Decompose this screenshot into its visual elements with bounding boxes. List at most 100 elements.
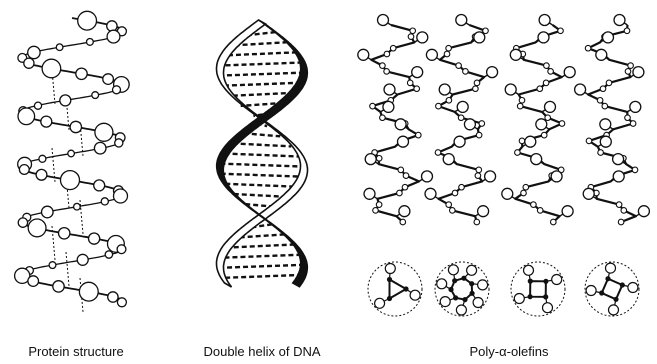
end-view-atom bbox=[478, 280, 488, 290]
backbone-atom bbox=[551, 219, 557, 225]
caption-dna-double-helix: Double helix of DNA bbox=[203, 344, 320, 359]
atom-circle bbox=[94, 180, 105, 191]
side-group-atom bbox=[422, 171, 433, 182]
backbone-atom bbox=[414, 86, 420, 92]
side-group-atom bbox=[457, 101, 468, 112]
backbone-atom bbox=[625, 69, 631, 75]
backbone-atom bbox=[598, 150, 604, 156]
atom-circle bbox=[77, 254, 88, 265]
side-group-atom bbox=[454, 136, 465, 147]
side-group-atom bbox=[545, 101, 556, 112]
backbone-atom bbox=[373, 208, 379, 214]
end-view-atom bbox=[552, 275, 562, 285]
backbone-atom bbox=[435, 150, 441, 156]
atom-circle bbox=[18, 108, 35, 125]
backbone-atom bbox=[370, 103, 376, 109]
backbone-atom bbox=[416, 132, 422, 138]
side-group-atom bbox=[464, 119, 475, 130]
backbone-atom bbox=[473, 86, 479, 92]
side-group-atom bbox=[613, 154, 624, 165]
atom-circle bbox=[68, 150, 75, 157]
side-group-atom bbox=[536, 119, 547, 130]
dna-double-helix-illustration bbox=[217, 20, 308, 287]
backbone-atom bbox=[380, 63, 386, 69]
side-group-atom bbox=[425, 188, 436, 199]
side-group-atom bbox=[485, 171, 496, 182]
side-group-atom bbox=[417, 32, 428, 43]
side-group-atom bbox=[395, 119, 406, 130]
backbone-atom bbox=[602, 103, 608, 109]
atom-circle bbox=[107, 30, 120, 43]
atom-circle bbox=[58, 228, 69, 239]
side-group-atom bbox=[614, 15, 625, 26]
backbone-atom bbox=[402, 184, 408, 190]
backbone-atom bbox=[376, 156, 382, 162]
end-view-core-atom bbox=[528, 294, 533, 299]
poly-alpha-olefins-illustration bbox=[358, 15, 650, 317]
side-group-atom bbox=[562, 206, 573, 217]
atom-circle bbox=[19, 165, 29, 175]
base-pair-rung bbox=[230, 93, 294, 96]
side-group-atom bbox=[600, 136, 611, 147]
backbone-atom bbox=[397, 190, 403, 196]
atom-circle bbox=[94, 142, 106, 154]
backbone-atom bbox=[586, 138, 592, 144]
base-pair-rung bbox=[229, 245, 294, 248]
end-view-core-atom bbox=[469, 281, 474, 286]
side-group-atom bbox=[596, 49, 607, 60]
side-group-atom bbox=[478, 206, 489, 217]
atom-circle bbox=[117, 245, 126, 254]
backbone-atom bbox=[515, 150, 521, 156]
atom-circle bbox=[79, 282, 98, 301]
side-group-atom bbox=[487, 67, 498, 78]
backbone-atom bbox=[523, 184, 529, 190]
end-view-core-atom bbox=[613, 297, 618, 302]
end-view-atom bbox=[375, 298, 385, 308]
side-group-atom bbox=[575, 84, 586, 95]
backbone-atom bbox=[410, 28, 416, 34]
backbone-atom bbox=[400, 219, 406, 225]
backbone-atom bbox=[624, 28, 630, 34]
base-pair-rung bbox=[222, 63, 303, 66]
side-group-atom bbox=[510, 49, 521, 60]
end-view-core-atom bbox=[448, 287, 453, 292]
backbone-atom bbox=[384, 69, 390, 75]
end-view-atom bbox=[437, 279, 447, 289]
end-view-atom bbox=[628, 283, 638, 293]
backbone-atom bbox=[519, 138, 525, 144]
backbone-atom bbox=[483, 28, 489, 34]
atom-circle bbox=[42, 206, 54, 218]
caption-protein-structure: Protein structure bbox=[28, 344, 123, 359]
atom-circle bbox=[115, 139, 123, 147]
backbone-atom bbox=[474, 219, 480, 225]
caption-poly-alpha-olefins: Poly-α-olefins bbox=[469, 344, 548, 359]
backbone-atom bbox=[558, 28, 564, 34]
side-group-atom bbox=[600, 119, 611, 130]
backbone-atom bbox=[446, 202, 452, 208]
atom-circle bbox=[28, 46, 40, 58]
end-view-core-atom bbox=[543, 294, 548, 299]
atom-circle bbox=[18, 218, 27, 227]
side-group-atom bbox=[443, 154, 454, 165]
backbone-atom bbox=[521, 190, 527, 196]
side-group-atom bbox=[383, 101, 394, 112]
backbone-atom bbox=[463, 69, 469, 75]
atom-circle bbox=[108, 292, 118, 302]
base-pair-rung bbox=[233, 143, 292, 146]
atom-circle bbox=[28, 276, 39, 287]
end-view-atom bbox=[473, 298, 483, 308]
atom-circle bbox=[42, 59, 61, 78]
atom-circle bbox=[70, 121, 81, 132]
backbone-atom bbox=[531, 202, 537, 208]
backbone-atom bbox=[408, 34, 414, 40]
backbone-atom bbox=[476, 132, 482, 138]
backbone-atom bbox=[384, 51, 390, 57]
atom-circle bbox=[60, 95, 71, 106]
atom-circle bbox=[36, 169, 47, 180]
backbone-atom bbox=[444, 51, 450, 57]
end-view-core-atom bbox=[528, 279, 533, 284]
backbone-atom bbox=[585, 45, 591, 51]
side-group-atom bbox=[525, 136, 536, 147]
end-view-core-atom bbox=[543, 279, 548, 284]
